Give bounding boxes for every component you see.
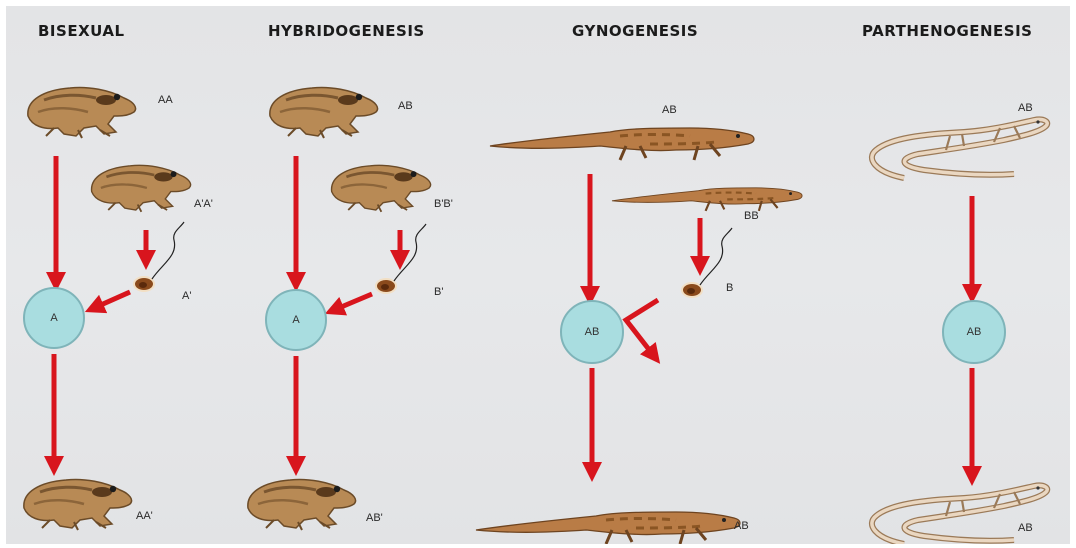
column-bisexual [24, 87, 191, 530]
offspring-genotype-label: AB [734, 520, 749, 532]
egg-genotype-label: AB [585, 326, 600, 338]
parent-female-genotype-label: AA [158, 94, 173, 106]
column-title-gynogenesis: GYNOGENESIS [572, 22, 698, 40]
sperm-genotype-label: B [726, 282, 733, 294]
parent-female-genotype-label: AB [398, 100, 413, 112]
column-gynogenesis [476, 128, 802, 544]
parent-male-genotype-label: BB [744, 210, 759, 222]
parent-male-genotype-label: B'B' [434, 198, 453, 210]
sperm-genotype-label: A' [182, 290, 191, 302]
parent-genotype-label: AB [1018, 102, 1033, 114]
offspring-genotype-label: AB [1018, 522, 1033, 534]
column-hybridogenesis [248, 87, 431, 530]
offspring-genotype-label: AB' [366, 512, 383, 524]
lizard-offspring-icon [872, 485, 1047, 544]
column-title-parthenogenesis: PARTHENOGENESIS [862, 22, 1033, 40]
column-title-bisexual: BISEXUAL [38, 22, 125, 40]
egg-genotype-label: AB [967, 326, 982, 338]
frog-parent-male-icon [92, 165, 191, 211]
arrow-icon [94, 292, 130, 308]
column-parthenogenesis [872, 119, 1047, 544]
parent-male-genotype-label: A'A' [194, 198, 213, 210]
reproduction-modes-diagram [6, 6, 1070, 544]
frog-offspring-icon [248, 479, 356, 530]
frog-parent-male-icon [332, 165, 431, 211]
offspring-genotype-label: AA' [136, 510, 153, 522]
lizard-parent-icon [872, 119, 1047, 178]
diagram-canvas: BISEXUAL HYBRIDOGENESIS GYNOGENESIS PART… [6, 6, 1070, 544]
arrow-icon [334, 294, 372, 310]
sperm-icon [134, 222, 184, 291]
salamander-parent-female-icon [490, 128, 754, 160]
column-title-hybridogenesis: HYBRIDOGENESIS [268, 22, 425, 40]
frog-parent-female-icon [270, 87, 378, 138]
egg-genotype-label: A [292, 314, 299, 326]
salamander-offspring-icon [476, 512, 740, 544]
sperm-genotype-label: B' [434, 286, 443, 298]
deflect-arrow-icon [626, 300, 658, 356]
egg-genotype-label: A [50, 312, 57, 324]
parent-female-genotype-label: AB [662, 104, 677, 116]
frog-parent-female-icon [28, 87, 136, 138]
sperm-icon [682, 228, 732, 297]
salamander-parent-male-icon [612, 188, 802, 211]
frog-offspring-icon [24, 479, 132, 530]
